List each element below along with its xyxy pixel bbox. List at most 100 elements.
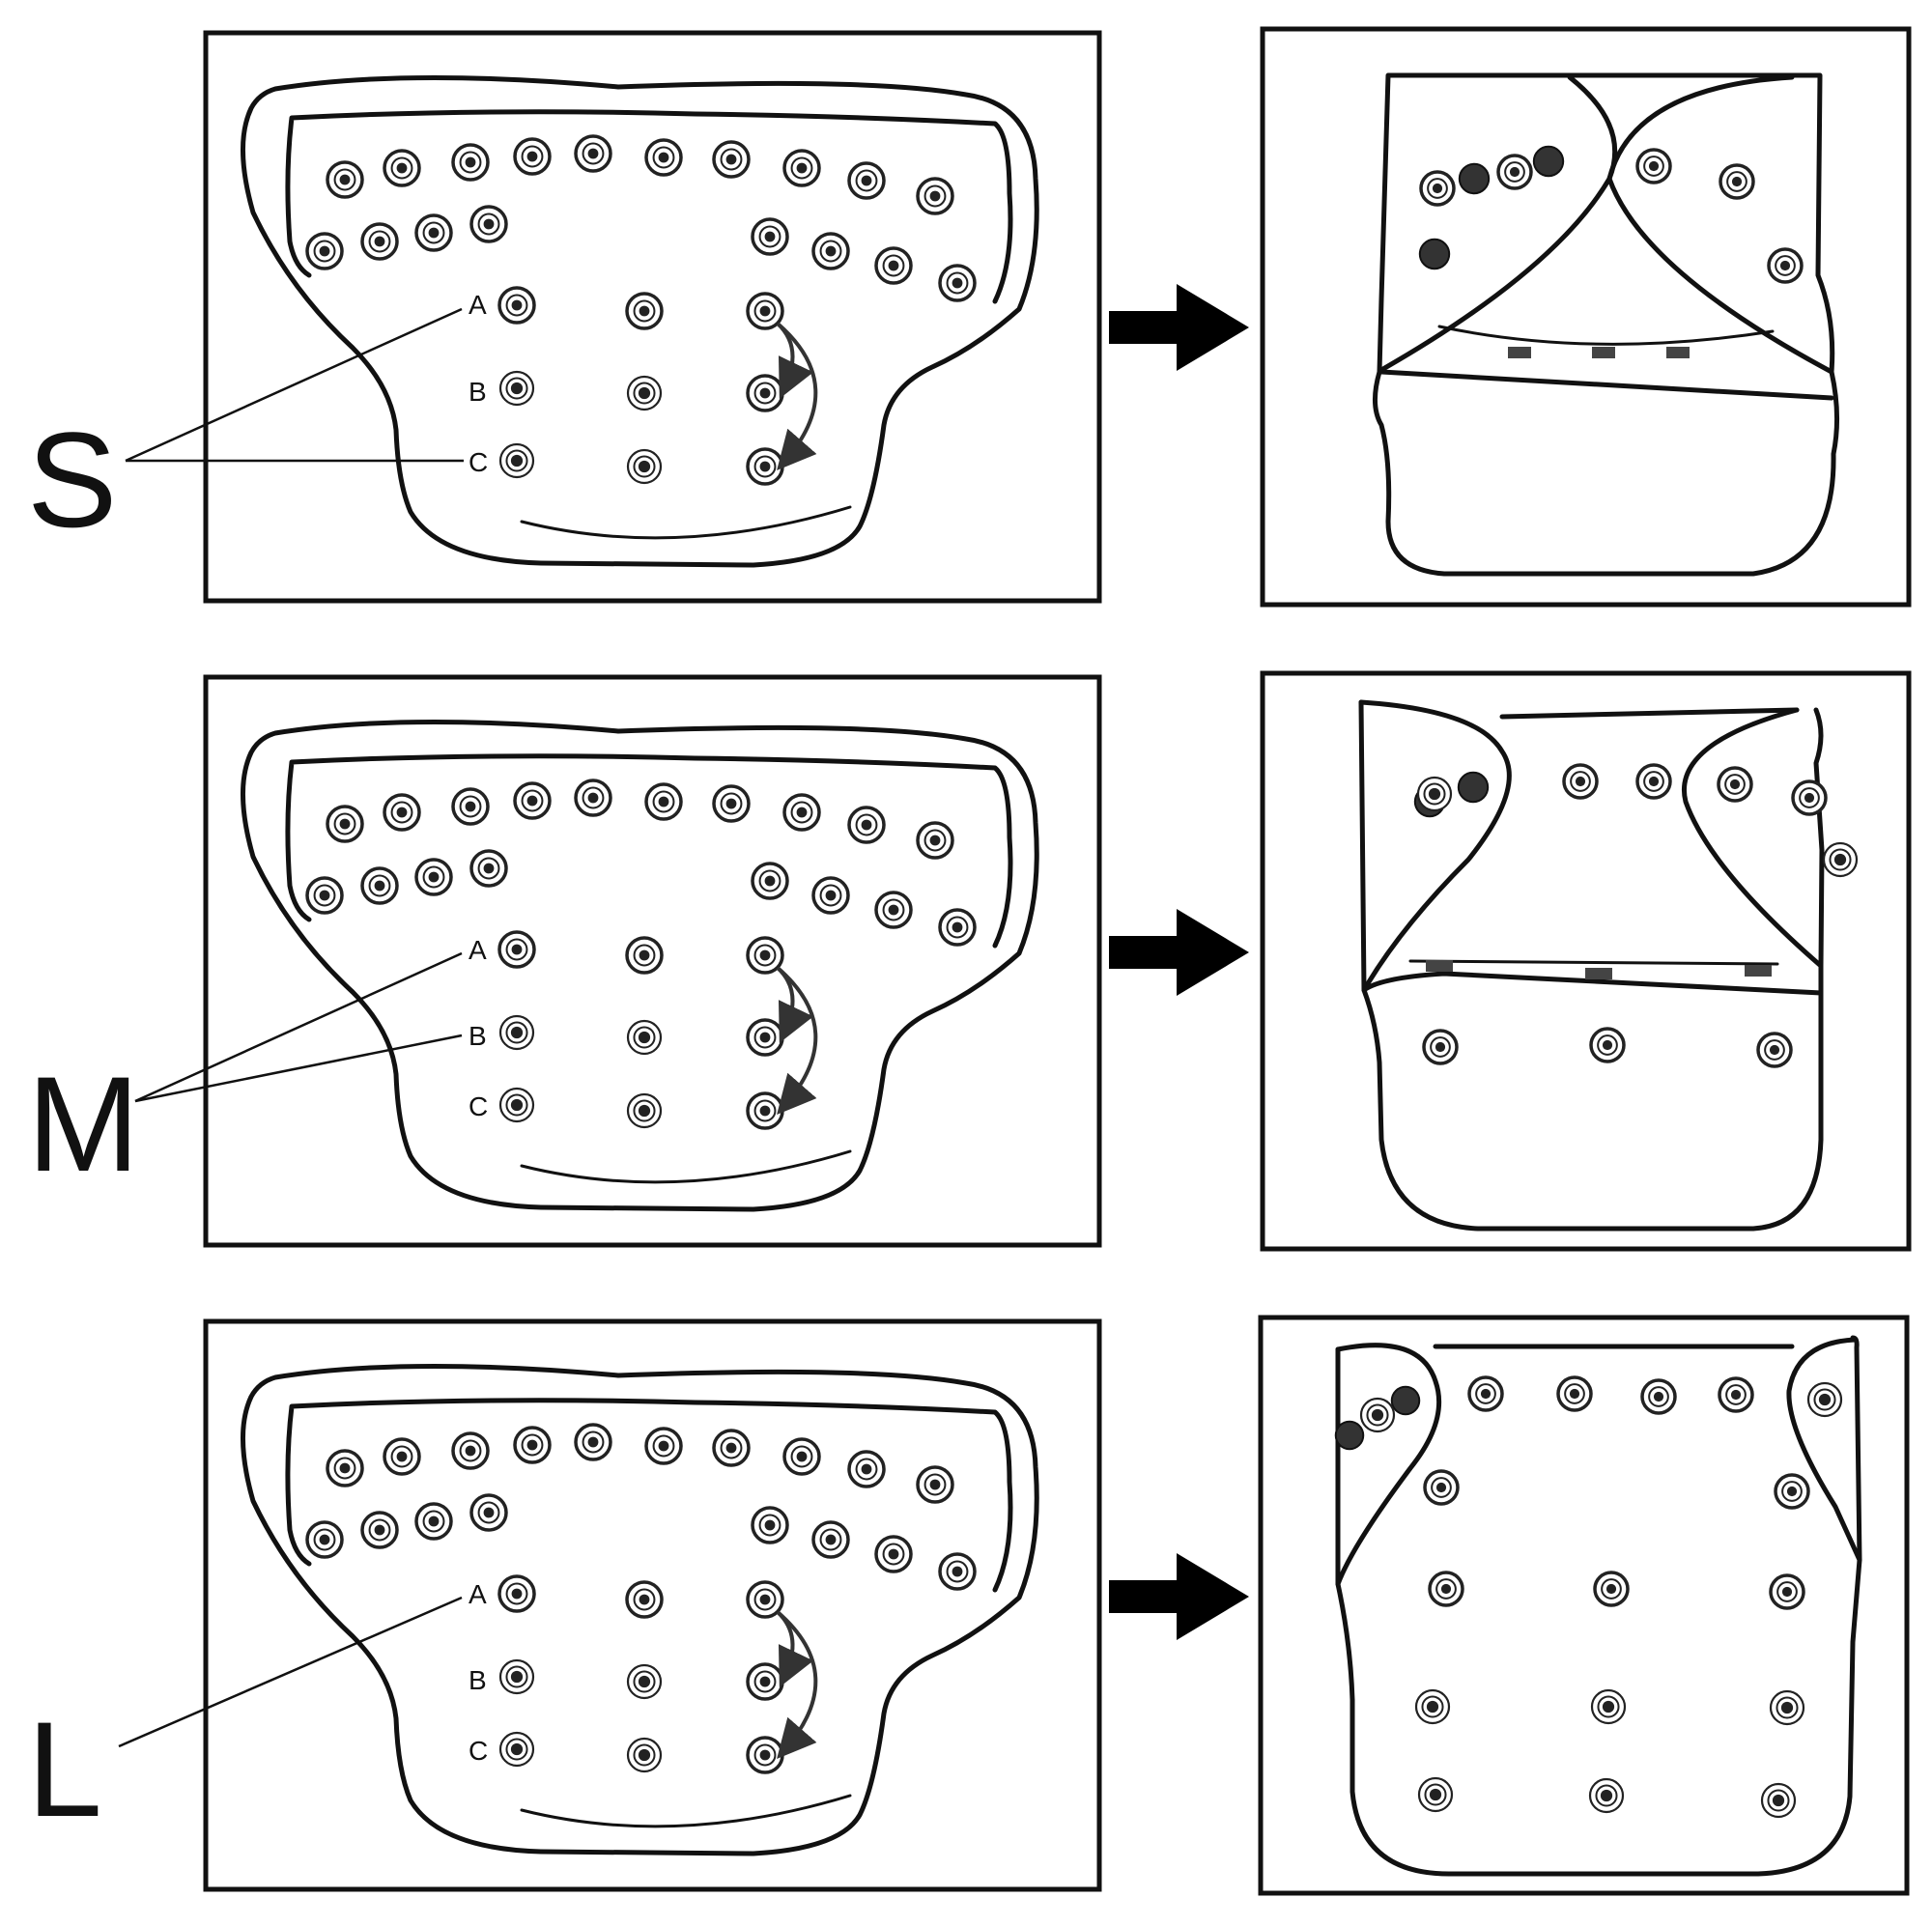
- snap-button: [360, 866, 399, 905]
- snap-button: [751, 862, 789, 900]
- right-arrow-icon: [1109, 1553, 1249, 1640]
- size-l-row: A B C L: [27, 1315, 1910, 1896]
- inner-snap: [1592, 347, 1615, 358]
- fastened-diaper-m: [1358, 699, 1859, 1232]
- snap-button: [1496, 154, 1533, 190]
- snap-button: [712, 1429, 751, 1467]
- snap-button: [1428, 1571, 1464, 1607]
- snap-button: [414, 1502, 453, 1541]
- snap-button: [360, 1511, 399, 1549]
- snap-button: [360, 222, 399, 261]
- snap-button: [782, 149, 821, 187]
- snap-button: [1718, 1376, 1754, 1413]
- size-label: S: [27, 404, 117, 555]
- snap-button: [644, 138, 683, 177]
- snap-button: [746, 1736, 784, 1774]
- snap-button: [574, 1423, 612, 1461]
- snap-button: [751, 217, 789, 256]
- snap-button: [847, 806, 886, 844]
- diaper-inner-edge: [285, 109, 1013, 304]
- fastened-diaper-l: [1334, 1335, 1862, 1877]
- leader-line: [134, 951, 463, 1103]
- row-label-a: A: [469, 290, 487, 320]
- snap-button: [469, 205, 508, 243]
- snap-button: [451, 787, 490, 826]
- row-label-c: C: [469, 1736, 488, 1766]
- size-label: L: [27, 1693, 102, 1845]
- snap-button: [1422, 1029, 1459, 1065]
- snap-button: [644, 1427, 683, 1465]
- snap-button: [513, 781, 552, 820]
- snap-button: [1760, 1782, 1797, 1819]
- unfolded-diaper: [240, 1363, 1039, 1856]
- snap-button: [1756, 1032, 1793, 1068]
- inner-snap: [1508, 347, 1531, 358]
- snap-button-closed: [1532, 145, 1565, 178]
- snap-button: [626, 1663, 663, 1700]
- row-label-b: B: [469, 1021, 487, 1051]
- snap-button: [498, 1014, 535, 1051]
- unfolded-diaper-frame: [203, 674, 1102, 1248]
- snap-button: [1588, 1777, 1625, 1814]
- row-label-b: B: [469, 377, 487, 407]
- right-arrow-icon: [1109, 909, 1249, 996]
- snap-button: [1717, 766, 1753, 803]
- snap-button: [383, 793, 421, 832]
- diaper-inner-edge: [285, 753, 1013, 949]
- snap-button: [414, 858, 453, 896]
- snap-button-closed: [1457, 771, 1490, 804]
- snap-button: [1635, 148, 1672, 184]
- snap-button: [497, 1574, 536, 1613]
- fold-arrow: [776, 322, 818, 471]
- snap-button: [1359, 1397, 1396, 1433]
- snap-button: [916, 821, 954, 860]
- snap-button: [746, 936, 784, 975]
- fastened-diaper-frame: [1260, 670, 1912, 1252]
- snap-button: [916, 1465, 954, 1504]
- snap-button: [1769, 1689, 1805, 1726]
- snap-button: [626, 1019, 663, 1056]
- inner-snap: [1666, 347, 1690, 358]
- snap-button: [1593, 1571, 1630, 1607]
- snap-button: [497, 286, 536, 325]
- snap-button: [305, 876, 344, 915]
- snap-button-closed: [1390, 1385, 1421, 1416]
- snap-button: [574, 134, 612, 173]
- diaper-outer-shell: [240, 719, 1039, 1212]
- inner-snap: [1426, 960, 1453, 972]
- snap-button: [326, 1449, 364, 1487]
- snap-button: [305, 232, 344, 270]
- leader-line: [125, 307, 463, 463]
- size-label: M: [27, 1048, 140, 1200]
- snap-button: [469, 1493, 508, 1532]
- diaper-leg-elastic: [520, 1794, 852, 1828]
- snap-button: [1556, 1375, 1593, 1412]
- snap-button: [874, 891, 913, 929]
- snap-button: [1640, 1378, 1677, 1415]
- row-label-b: B: [469, 1665, 487, 1695]
- snap-button: [782, 1437, 821, 1476]
- snap-button: [938, 1552, 977, 1591]
- snap-button: [847, 161, 886, 200]
- snap-button: [1791, 779, 1828, 816]
- unfolded-diaper: [240, 74, 1039, 568]
- snap-button: [469, 849, 508, 888]
- snap-button-closed: [1418, 238, 1451, 270]
- snap-button: [1417, 1776, 1454, 1813]
- size-m-row: A B C M: [27, 670, 1912, 1252]
- snap-button: [1589, 1027, 1626, 1063]
- snap-button: [513, 137, 552, 176]
- snap-button: [1419, 170, 1456, 207]
- snap-button: [414, 213, 453, 252]
- inner-snap: [1585, 968, 1612, 979]
- snap-button: [1822, 841, 1859, 878]
- snap-button: [751, 1506, 789, 1544]
- unfolded-diaper: [240, 719, 1039, 1212]
- snap-button: [574, 779, 612, 817]
- snap-button: [1767, 247, 1804, 284]
- snap-button: [626, 448, 663, 485]
- snap-button: [811, 876, 850, 915]
- snap-button: [1590, 1688, 1627, 1725]
- snap-button: [746, 1662, 784, 1701]
- snap-button: [1806, 1381, 1843, 1418]
